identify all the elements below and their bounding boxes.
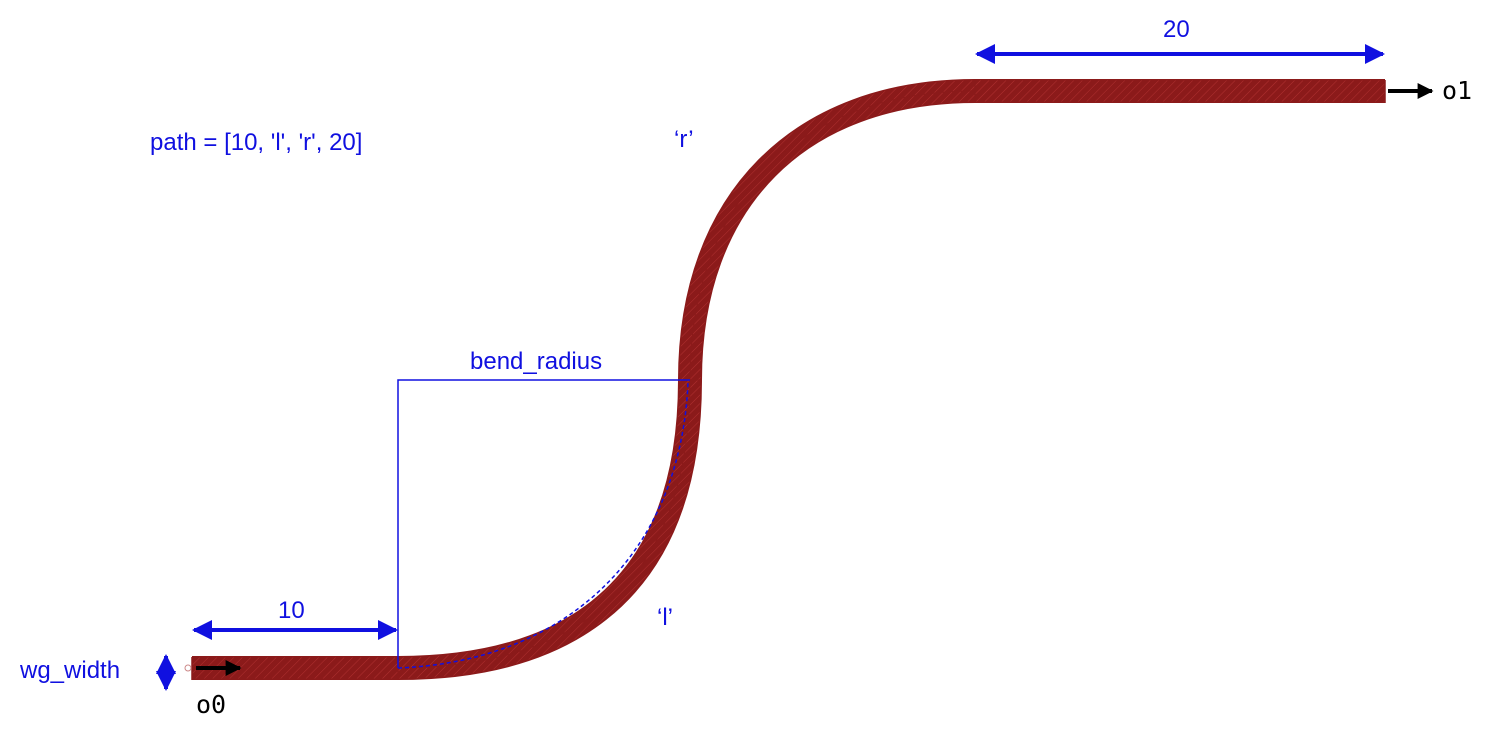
wg-width-label: wg_width [20,657,121,684]
bend-radius-label: bend_radius [470,348,603,375]
bend-radius-arc [397,382,689,669]
straight-in-length-label: 10 [278,597,305,624]
waveguide-outline [192,79,1385,680]
left-bend-label: ‘l’ [657,604,673,631]
straight-out-length-label: 20 [1163,16,1190,43]
waveguide-body [192,80,1385,679]
path-expression-label: path = [10, 'l', 'r', 20] [150,129,363,156]
port-o0-marker [184,664,192,672]
right-bend-label: ‘r’ [674,126,694,153]
port-o0-label: o0 [196,690,227,719]
port-o1-label: o1 [1442,76,1473,105]
bend-radius-lines [397,379,690,668]
